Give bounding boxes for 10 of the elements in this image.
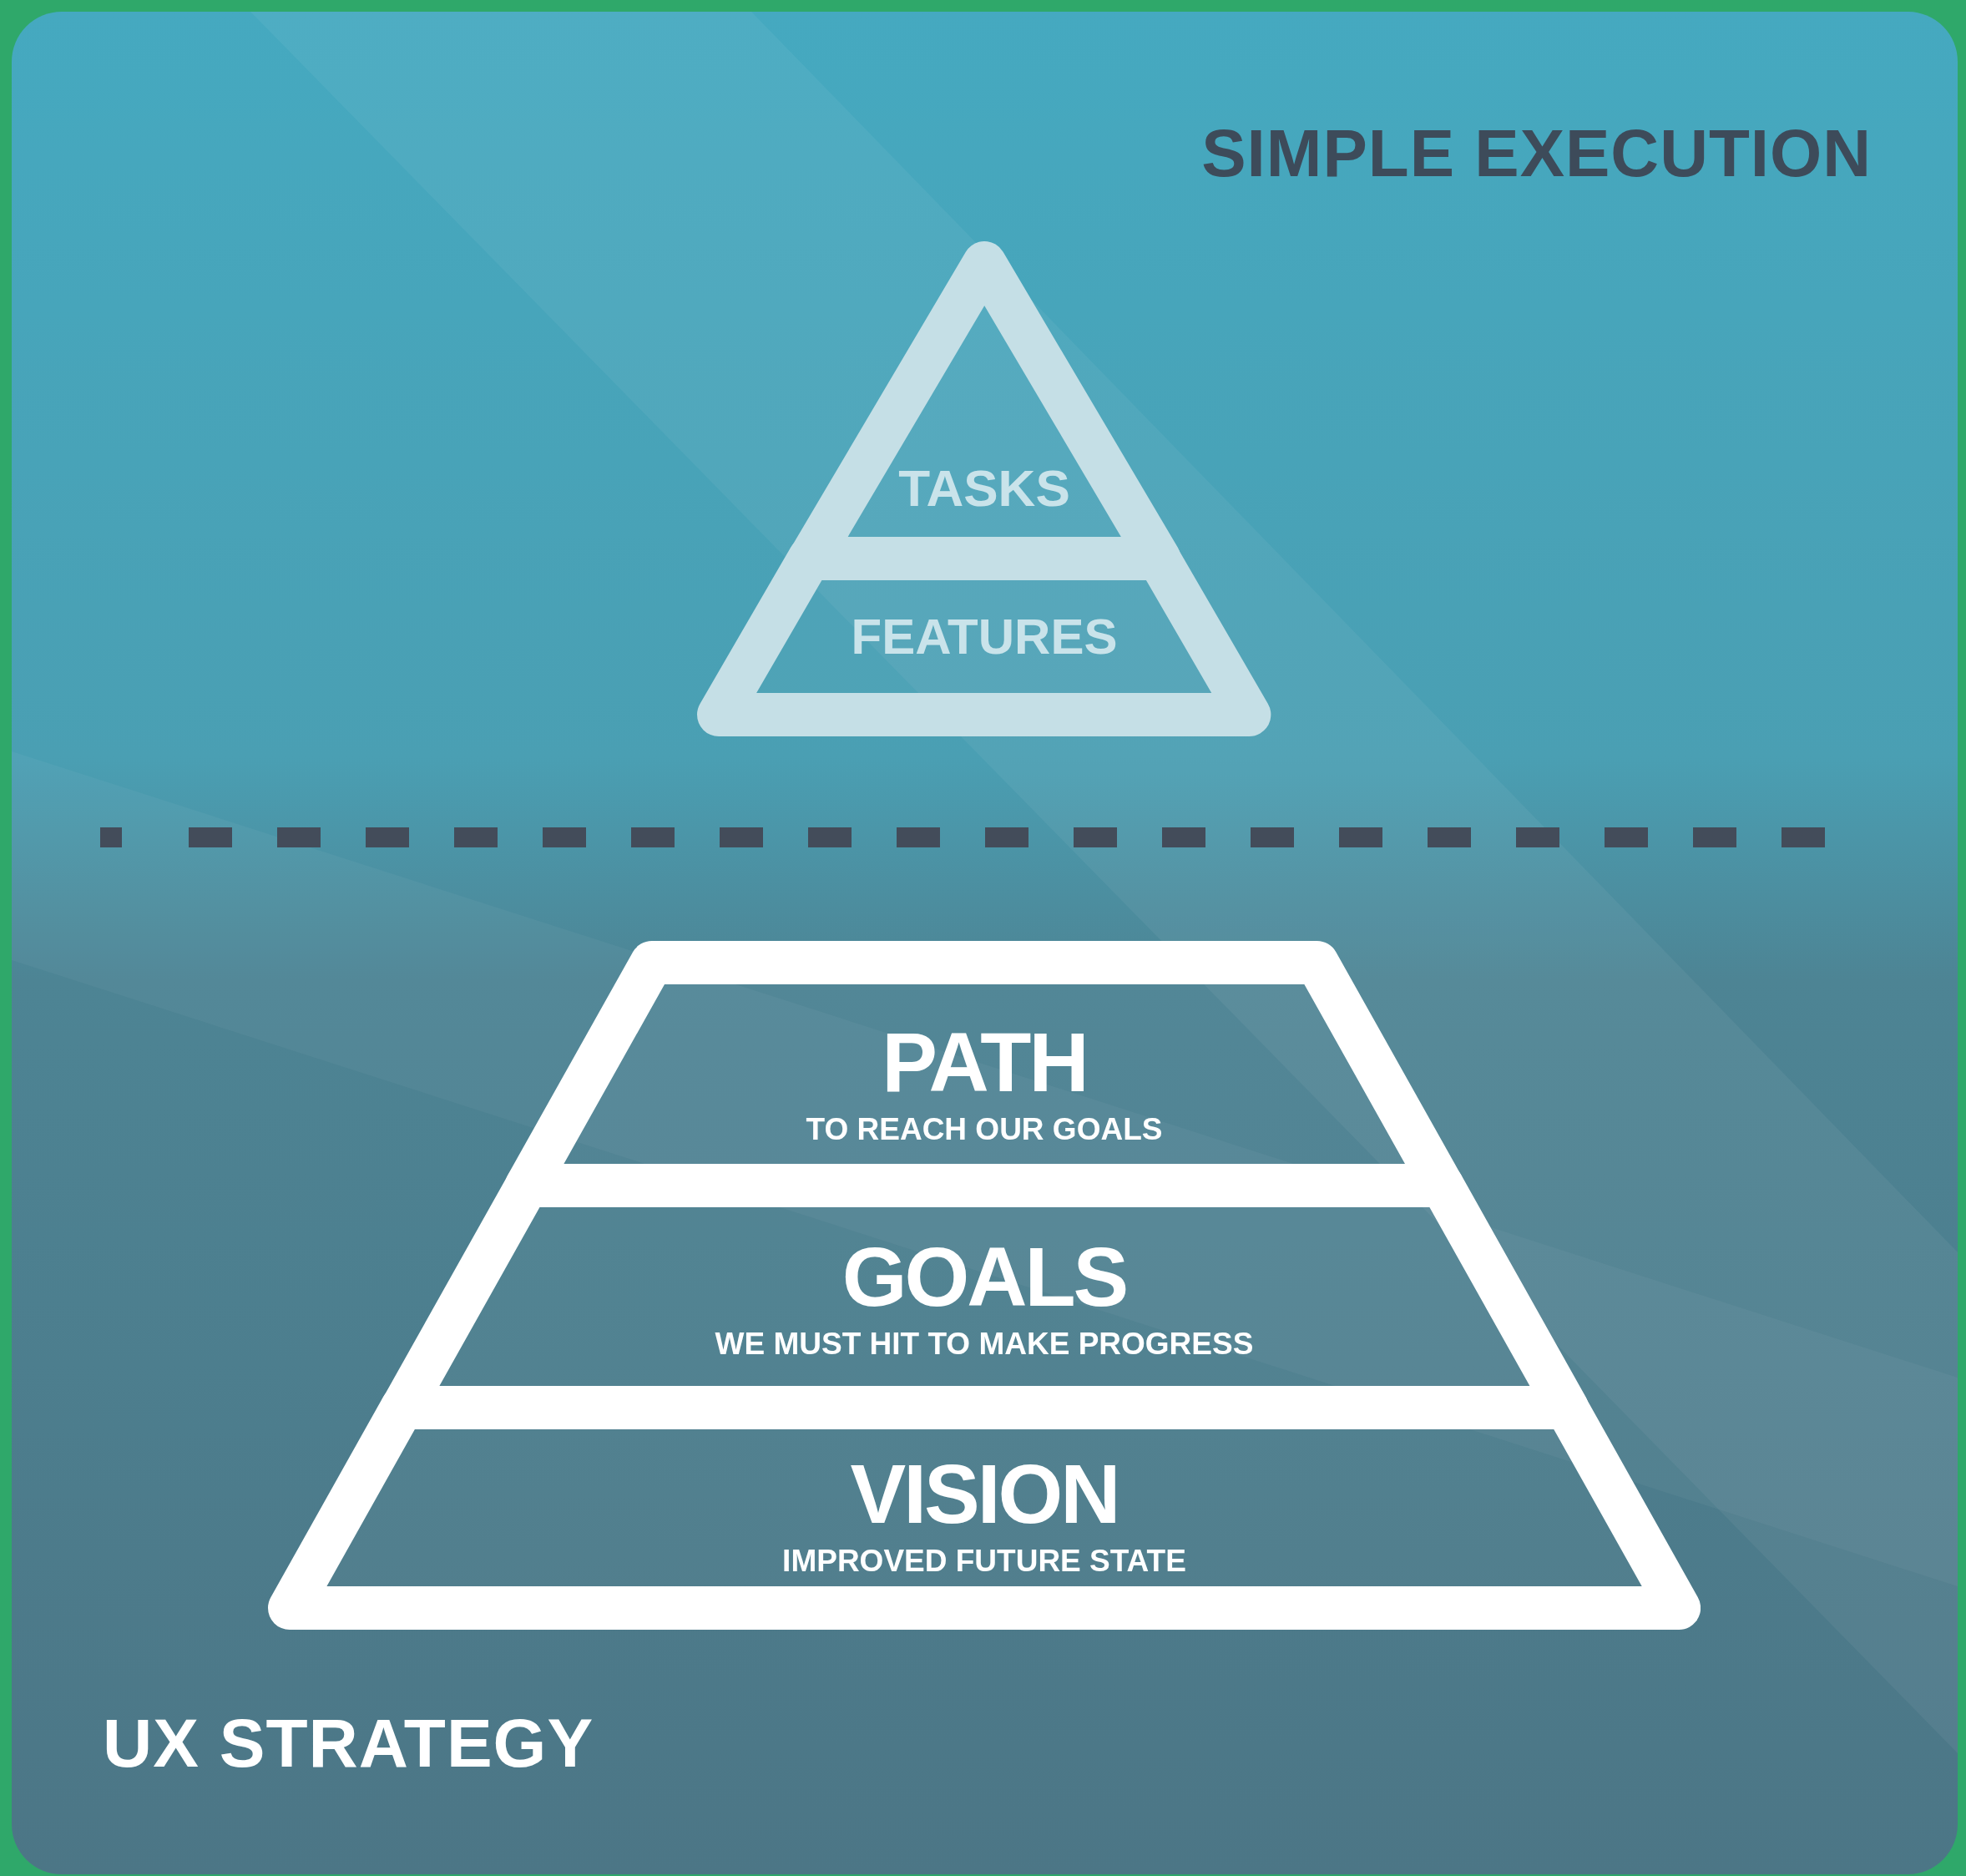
tier-title: FEATURES [851,611,1118,662]
tier-title: PATH [882,1020,1087,1104]
tier-title: TASKS [898,463,1070,514]
section-heading: SIMPLE EXECUTION [1201,120,1872,187]
tier-subtitle: WE MUST HIT TO MAKE PROGRESS [715,1327,1254,1359]
tier-title: VISION [850,1451,1119,1535]
tier-subtitle: IMPROVED FUTURE STATE [782,1545,1186,1576]
tier-title: GOALS [841,1234,1127,1318]
section-heading: UX STRATEGY [103,1709,594,1777]
tier-subtitle: TO REACH OUR GOALS [806,1114,1163,1145]
